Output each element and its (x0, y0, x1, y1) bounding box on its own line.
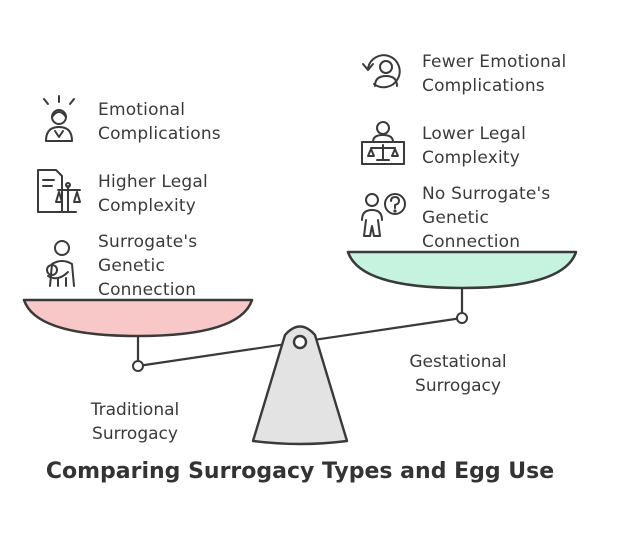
left-pivot (132, 360, 144, 372)
fulcrum (251, 325, 349, 446)
left-item-genetic-line2: Genetic (98, 256, 166, 276)
right-item-genetic-line3: Connection (422, 232, 521, 252)
right-item-emotional-line1: Fewer Emotional (422, 52, 567, 72)
traditional-surrogacy-label: Traditional Surrogacy (65, 398, 205, 446)
left-pan-fill (24, 300, 252, 336)
left-item-emotional: Emotional Complications (98, 98, 221, 146)
right-pivot (456, 312, 468, 324)
left-item-legal: Higher Legal Complexity (98, 170, 208, 218)
right-item-emotional-line2: Complications (422, 76, 545, 96)
left-item-legal-line1: Higher Legal (98, 172, 208, 192)
right-item-genetic-line2: Genetic (422, 208, 490, 228)
left-item-emotional-line2: Complications (98, 124, 221, 144)
left-item-emotional-line1: Emotional (98, 100, 186, 120)
right-pan-fill (348, 252, 576, 288)
legal-document-scales-icon (37, 169, 81, 213)
left-item-genetic-line1: Surrogate's (98, 232, 198, 252)
person-at-scales-icon (361, 121, 405, 165)
right-item-genetic-line1: No Surrogate's (422, 184, 551, 204)
people-question-icon (361, 193, 406, 237)
left-item-legal-line2: Complexity (98, 196, 197, 216)
gestational-surrogacy-line2: Surrogacy (415, 376, 501, 396)
calm-person-refresh-icon (362, 54, 401, 89)
gestational-surrogacy-label: Gestational Surrogacy (388, 350, 528, 398)
gestational-surrogacy-line1: Gestational (409, 352, 507, 372)
right-item-genetic: No Surrogate's Genetic Connection (422, 182, 550, 254)
right-item-legal-line1: Lower Legal (422, 124, 527, 144)
stressed-person-icon (43, 95, 75, 142)
fulcrum-bolt (292, 334, 308, 350)
traditional-surrogacy-line1: Traditional (90, 400, 180, 420)
right-item-emotional: Fewer Emotional Complications (422, 50, 566, 98)
left-item-genetic: Surrogate's Genetic Connection (98, 230, 197, 302)
page-title: Comparing Surrogacy Types and Egg Use (45, 459, 555, 484)
left-item-genetic-line3: Connection (98, 280, 197, 300)
right-pan (346, 250, 578, 290)
mother-with-baby-icon (46, 240, 75, 287)
left-pan (22, 298, 254, 338)
right-item-legal: Lower Legal Complexity (422, 122, 526, 170)
right-item-legal-line2: Complexity (422, 148, 521, 168)
traditional-surrogacy-line2: Surrogacy (92, 424, 178, 444)
